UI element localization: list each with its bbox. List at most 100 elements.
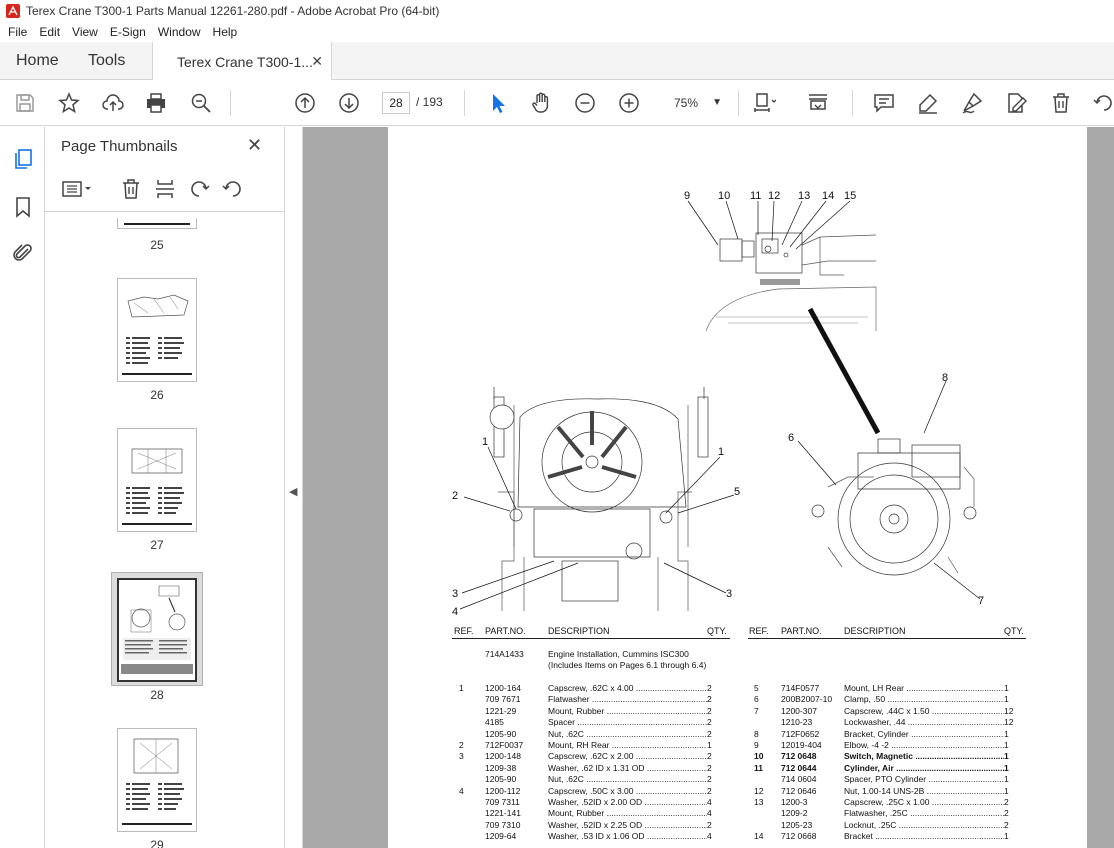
header-ref-left: REF.: [454, 626, 474, 636]
menu-file[interactable]: File: [8, 25, 28, 39]
page-number-input[interactable]: 28: [382, 92, 410, 114]
part-description: Bracket, Cylinder ......................…: [844, 728, 1004, 739]
part-number: 1200-3: [781, 797, 808, 807]
zoom-out-icon[interactable]: [573, 91, 597, 115]
thumbnail-page-selected[interactable]: [117, 578, 197, 682]
part-number: 1205-90: [485, 774, 517, 785]
part-description: Mount, Rubber ..........................…: [548, 808, 707, 819]
callout-number: 1: [718, 446, 724, 458]
collapse-panel-icon[interactable]: ◀: [289, 486, 298, 498]
rotate-counterclockwise-icon[interactable]: [187, 177, 211, 201]
parts-row: 1205-90 Nut, .62C .......................…: [388, 774, 1087, 785]
thumbnail-page[interactable]: [117, 278, 197, 382]
close-panel-icon[interactable]: ✕: [247, 135, 263, 155]
callout-number: 12: [768, 190, 780, 202]
part-description: Nut, .62C ..............................…: [548, 728, 707, 739]
zoom-in-icon[interactable]: [617, 91, 641, 115]
highlight-pen-icon[interactable]: [916, 91, 940, 115]
part-number: 1205-90: [485, 728, 517, 739]
print-icon[interactable]: [144, 91, 168, 115]
menu-esign[interactable]: E-Sign: [109, 25, 146, 39]
assembly-note: (Includes Items on Pages 6.1 through 6.4…: [548, 660, 707, 670]
part-quantity: 1: [1004, 683, 1009, 693]
header-desc-left: DESCRIPTION: [548, 626, 610, 636]
part-description: Flatwasher, .25C .......................…: [844, 808, 1004, 819]
star-icon[interactable]: [57, 91, 81, 115]
save-icon[interactable]: [13, 91, 37, 115]
menu-view[interactable]: View: [72, 25, 98, 39]
menu-help[interactable]: Help: [212, 25, 238, 39]
sign-icon[interactable]: [960, 91, 984, 115]
page-layout-icon[interactable]: [153, 177, 177, 201]
tab-document-label: Terex Crane T300-1...: [177, 53, 313, 70]
tab-tools[interactable]: Tools: [88, 52, 126, 69]
callout-number: 5: [734, 486, 740, 498]
delete-pages-icon[interactable]: [119, 177, 143, 201]
thumbnail-page[interactable]: [117, 728, 197, 832]
hand-tool-icon[interactable]: [529, 91, 553, 115]
part-description: Capscrew, .62C x 4.00 ..................…: [548, 683, 707, 693]
part-quantity: 1: [1004, 785, 1009, 796]
previous-page-icon[interactable]: [293, 91, 317, 115]
zoom-level-value: 75%: [674, 96, 699, 110]
part-quantity: 2: [1004, 797, 1009, 807]
part-ref: 10: [754, 751, 764, 762]
menu-edit[interactable]: Edit: [39, 25, 61, 39]
select-cursor-icon[interactable]: [486, 91, 510, 115]
toolbar-separator: [464, 90, 465, 116]
document-viewport[interactable]: 9 10 11 12 13 14 15 1 2 1 5 3 4 3 8 6 7 …: [303, 127, 1114, 848]
part-description: Lockwasher, .44 ........................…: [844, 717, 1004, 728]
part-description: Nut, .62C ..............................…: [548, 774, 707, 785]
edit-pdf-icon[interactable]: [1004, 91, 1028, 115]
fit-page-icon[interactable]: [752, 91, 777, 115]
thumbnail-page[interactable]: [117, 218, 197, 229]
part-ref: 5: [754, 683, 759, 693]
part-description: Capscrew, .62C x 2.00 ..................…: [548, 751, 707, 762]
part-description: Capscrew, .44C x 1.50 ..................…: [844, 705, 1004, 716]
next-page-icon[interactable]: [337, 91, 361, 115]
callout-number: 2: [452, 490, 458, 502]
upload-cloud-icon[interactable]: [101, 91, 125, 115]
part-description: Clamp, .50 .............................…: [844, 694, 1004, 705]
zoom-level-select[interactable]: 75% ▼: [660, 92, 730, 114]
page-thumbnails-icon[interactable]: [11, 147, 35, 171]
part-quantity: 2: [707, 762, 712, 773]
part-number: 4185: [485, 717, 504, 728]
close-tab-icon[interactable]: ✕: [311, 53, 323, 69]
part-number: 1200-112: [485, 785, 521, 796]
thumbnail-list[interactable]: 25 26: [49, 218, 281, 848]
tab-home[interactable]: Home: [16, 52, 59, 69]
attachment-icon[interactable]: [11, 241, 35, 265]
toolbar-separator: [738, 90, 739, 116]
thumbnail-options-icon[interactable]: [61, 177, 91, 201]
part-description: Mount, RH Rear .........................…: [548, 740, 707, 750]
part-description: Cylinder, Air ..........................…: [844, 762, 1004, 773]
menu-window[interactable]: Window: [157, 25, 201, 39]
delete-icon[interactable]: [1049, 91, 1073, 115]
part-number: 12019-404: [781, 740, 822, 750]
zoom-search-icon[interactable]: [189, 91, 213, 115]
part-ref: 12: [754, 785, 764, 796]
part-number: 712 0668: [781, 831, 817, 842]
tab-document[interactable]: Terex Crane T300-1... ✕: [152, 42, 332, 81]
comment-icon[interactable]: [872, 91, 896, 115]
part-quantity: 1: [1004, 774, 1009, 785]
header-rule-right: [748, 638, 1026, 639]
panel-collapse-strip[interactable]: ◀: [285, 127, 303, 848]
page-thumbnails-panel: Page Thumbnails ✕ 25: [45, 127, 321, 848]
thumbnail-label: 26: [150, 388, 164, 402]
scroll-mode-icon[interactable]: [806, 91, 830, 115]
thumbnail-page[interactable]: [117, 428, 197, 532]
rotate-icon[interactable]: [1092, 91, 1114, 115]
bookmark-icon[interactable]: [11, 195, 35, 219]
toolbar-separator: [230, 90, 231, 116]
part-description: Spacer, PTO Cylinder ...................…: [844, 774, 1004, 785]
rotate-clockwise-icon[interactable]: [221, 177, 245, 201]
